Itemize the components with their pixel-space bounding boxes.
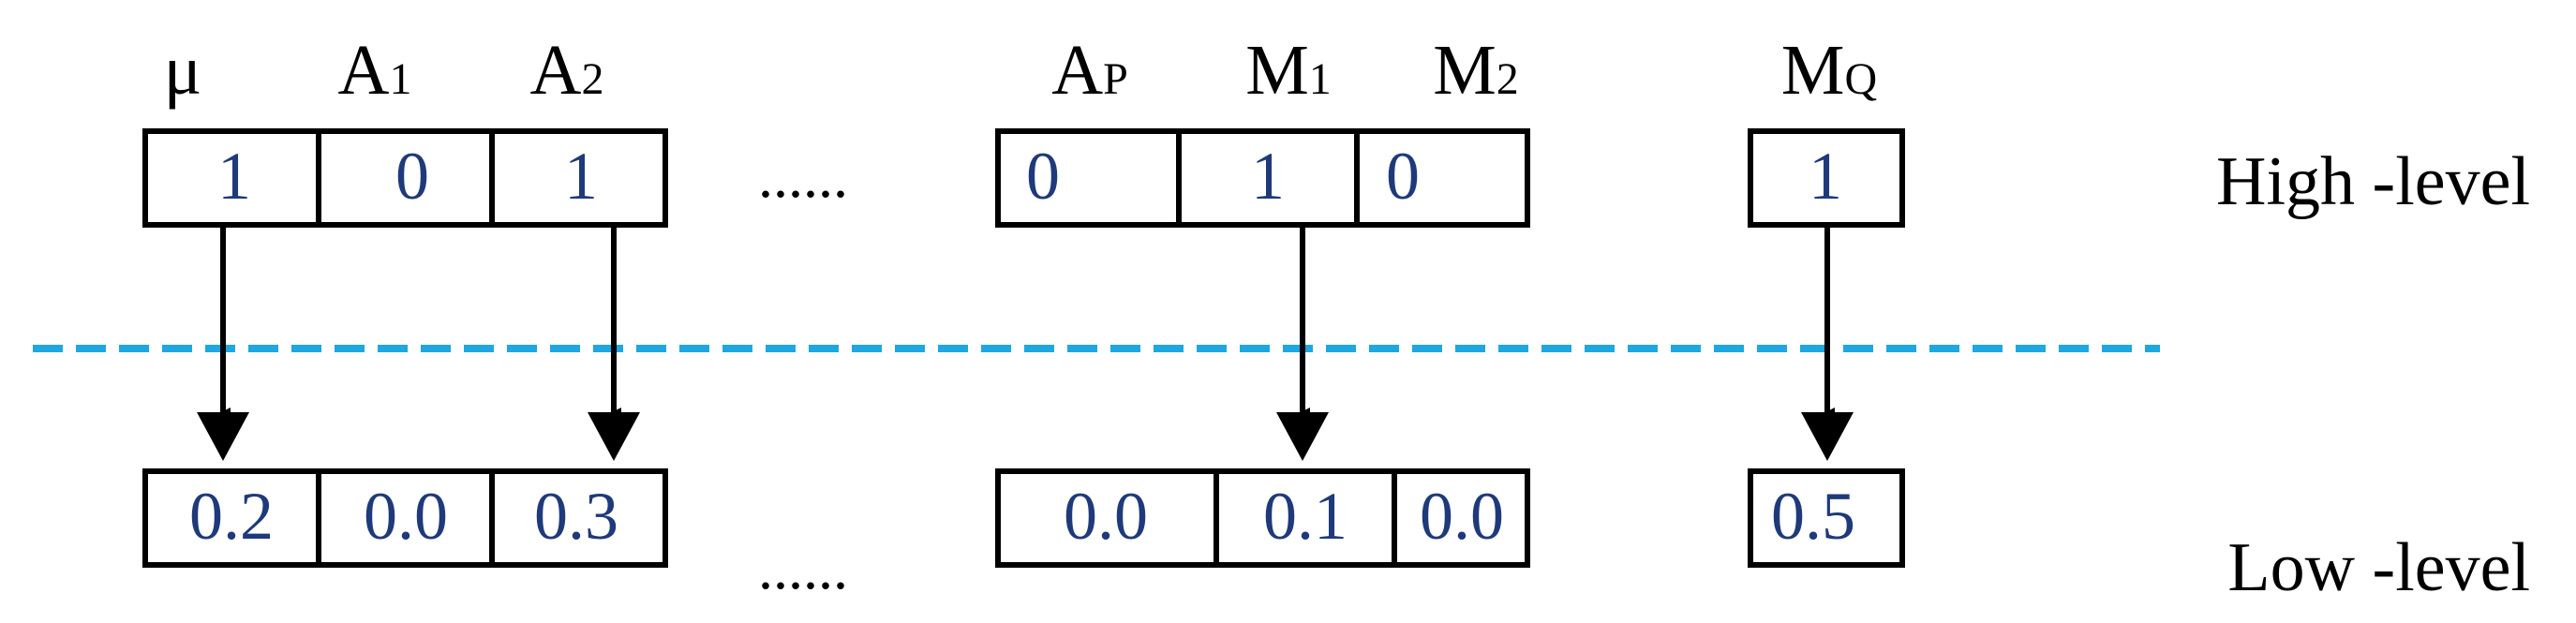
high-level-label: High -level (2216, 143, 2530, 220)
low-value-a1: 0.0 (364, 479, 448, 554)
header-ap: AP (1051, 31, 1128, 110)
high-level-boxes (142, 128, 1905, 228)
header-mu: μ (164, 31, 202, 110)
high-value-a1: 0 (395, 139, 429, 214)
low-value-ap: 0.0 (1064, 479, 1148, 554)
low-level-group-2 (995, 468, 1530, 568)
high-value-a2: 1 (564, 139, 598, 214)
column-headers: μ A1 A2 AP M1 M2 MQ (164, 31, 1878, 110)
arrowheads (197, 412, 1854, 461)
arrowhead-mq (1801, 412, 1854, 461)
header-a1: A1 (338, 31, 412, 110)
low-value-m2: 0.0 (1420, 479, 1504, 554)
low-level-label: Low -level (2227, 529, 2530, 606)
low-level-group-3 (1748, 468, 1905, 568)
high-level-values: 1 0 1 0 1 0 1 (217, 139, 1842, 214)
low-level-boxes (142, 468, 1905, 568)
high-value-m1: 1 (1251, 139, 1285, 214)
low-level-values: 0.2 0.0 0.3 0.0 0.1 0.0 0.5 (189, 479, 1855, 554)
high-level-group-2 (995, 128, 1530, 228)
ellipsis-high: ...... (758, 143, 848, 210)
high-value-m2: 0 (1386, 139, 1420, 214)
header-mq: MQ (1781, 31, 1877, 110)
header-m1: M1 (1245, 31, 1332, 110)
ellipsis-low: ...... (758, 535, 848, 601)
low-value-m1: 0.1 (1263, 479, 1348, 554)
header-m2: M2 (1433, 31, 1519, 110)
header-a2: A2 (530, 31, 604, 110)
high-value-mq: 1 (1809, 139, 1842, 214)
arrowhead-m1 (1276, 412, 1329, 461)
mapping-arrows (220, 225, 1835, 417)
arrowhead-mu (197, 412, 249, 461)
high-level-group-1 (142, 128, 668, 228)
low-value-a2: 0.3 (534, 479, 618, 554)
low-value-mu: 0.2 (189, 479, 274, 554)
low-value-mq: 0.5 (1771, 479, 1855, 554)
arrowhead-a2 (588, 412, 640, 461)
high-value-mu: 1 (217, 139, 251, 214)
low-level-group-1 (142, 468, 668, 568)
high-value-ap: 0 (1026, 139, 1060, 214)
